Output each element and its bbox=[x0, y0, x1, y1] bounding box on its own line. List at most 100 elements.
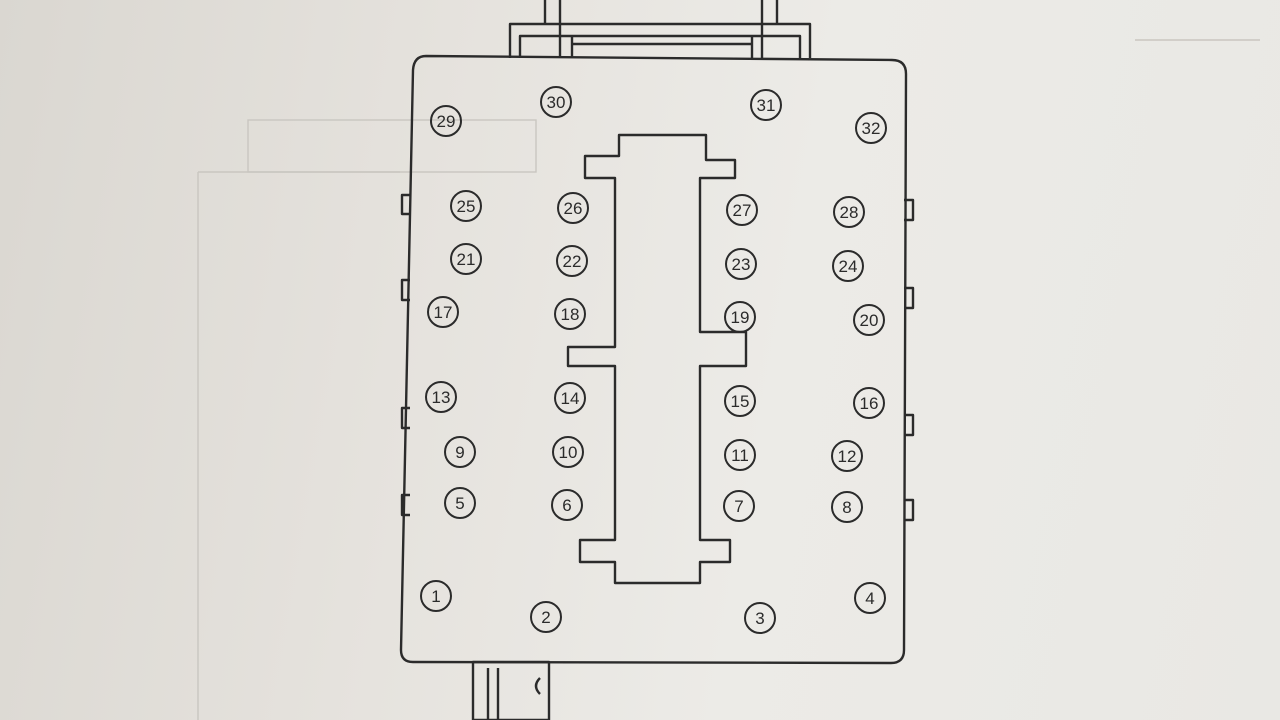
pin-28: 28 bbox=[833, 196, 865, 228]
pin-label: 20 bbox=[860, 311, 879, 330]
pin-circle bbox=[444, 487, 476, 519]
bottom-latch bbox=[471, 660, 551, 720]
pin-circle bbox=[425, 381, 457, 413]
pin-label: 8 bbox=[842, 498, 851, 517]
pin-26: 26 bbox=[557, 192, 589, 224]
pin-9: 9 bbox=[444, 436, 476, 468]
pin-circle bbox=[450, 190, 482, 222]
pin-circle bbox=[726, 194, 758, 226]
pin-circle bbox=[540, 86, 572, 118]
pin-label: 6 bbox=[562, 496, 571, 515]
pin-circle bbox=[724, 301, 756, 333]
pin-label: 22 bbox=[563, 252, 582, 271]
pin-32: 32 bbox=[855, 112, 887, 144]
pin-circle bbox=[725, 248, 757, 280]
pin-13: 13 bbox=[425, 381, 457, 413]
pin-2: 2 bbox=[530, 601, 562, 633]
pin-22: 22 bbox=[556, 245, 588, 277]
pin-circle bbox=[750, 89, 782, 121]
center-keyway-slot bbox=[566, 133, 748, 585]
pin-label: 11 bbox=[731, 446, 749, 465]
pin-label: 26 bbox=[564, 199, 583, 218]
pin-7: 7 bbox=[723, 490, 755, 522]
pin-label: 15 bbox=[731, 392, 750, 411]
pin-30: 30 bbox=[540, 86, 572, 118]
pin-11: 11 bbox=[724, 439, 756, 471]
connector-body-outline bbox=[399, 54, 908, 665]
pin-label: 32 bbox=[862, 119, 881, 138]
pin-circle bbox=[551, 489, 583, 521]
pin-label: 3 bbox=[755, 609, 764, 628]
pin-label: 9 bbox=[455, 443, 464, 462]
pin-circle bbox=[833, 196, 865, 228]
pin-8: 8 bbox=[831, 491, 863, 523]
pin-circle bbox=[420, 580, 452, 612]
pin-15: 15 bbox=[724, 385, 756, 417]
pin-circle bbox=[831, 491, 863, 523]
pin-label: 7 bbox=[734, 497, 743, 516]
pin-label: 1 bbox=[431, 587, 440, 606]
pin-23: 23 bbox=[725, 248, 757, 280]
pin-circle bbox=[554, 298, 586, 330]
pin-label: 21 bbox=[457, 250, 476, 269]
pin-label: 18 bbox=[561, 305, 580, 324]
pin-label: 29 bbox=[437, 112, 456, 131]
pin-25: 25 bbox=[450, 190, 482, 222]
pin-circle bbox=[557, 192, 589, 224]
pin-circle bbox=[556, 245, 588, 277]
pin-label: 27 bbox=[733, 201, 752, 220]
pin-10: 10 bbox=[552, 436, 584, 468]
pin-label: 30 bbox=[547, 93, 566, 112]
pin-1: 1 bbox=[420, 580, 452, 612]
pin-29: 29 bbox=[430, 105, 462, 137]
pin-circle bbox=[723, 490, 755, 522]
side-tabs bbox=[400, 193, 915, 522]
pin-circle bbox=[450, 243, 482, 275]
pin-18: 18 bbox=[554, 298, 586, 330]
bleed-through-marks bbox=[197, 39, 1260, 720]
pin-circle bbox=[724, 385, 756, 417]
pin-circle bbox=[427, 296, 459, 328]
pin-circle bbox=[444, 436, 476, 468]
pin-21: 21 bbox=[450, 243, 482, 275]
pin-label: 12 bbox=[838, 447, 857, 466]
pin-circle bbox=[853, 387, 885, 419]
pin-circle bbox=[530, 601, 562, 633]
pin-circle bbox=[854, 582, 886, 614]
pin-label: 16 bbox=[860, 394, 879, 413]
pin-circle bbox=[430, 105, 462, 137]
pin-label: 10 bbox=[559, 443, 578, 462]
pin-6: 6 bbox=[551, 489, 583, 521]
pin-label: 4 bbox=[865, 589, 874, 608]
pin-label: 5 bbox=[455, 494, 464, 513]
pin-3: 3 bbox=[744, 602, 776, 634]
pin-circle bbox=[724, 439, 756, 471]
top-latch bbox=[508, 0, 812, 58]
pin-label: 14 bbox=[561, 389, 580, 408]
pin-label: 24 bbox=[839, 257, 858, 276]
pin-circle bbox=[832, 250, 864, 282]
pin-label: 28 bbox=[840, 203, 859, 222]
pin-14: 14 bbox=[554, 382, 586, 414]
pin-19: 19 bbox=[724, 301, 756, 333]
pin-label: 2 bbox=[541, 608, 550, 627]
pin-label: 25 bbox=[457, 197, 476, 216]
pin-17: 17 bbox=[427, 296, 459, 328]
pin-circle bbox=[831, 440, 863, 472]
pin-label: 17 bbox=[434, 303, 453, 322]
pin-circle bbox=[554, 382, 586, 414]
pin-label: 19 bbox=[731, 308, 750, 327]
pin-27: 27 bbox=[726, 194, 758, 226]
pin-4: 4 bbox=[854, 582, 886, 614]
pin-24: 24 bbox=[832, 250, 864, 282]
pin-label: 23 bbox=[732, 255, 751, 274]
pin-16: 16 bbox=[853, 387, 885, 419]
pin-12: 12 bbox=[831, 440, 863, 472]
pin-circle bbox=[744, 602, 776, 634]
pin-circle bbox=[853, 304, 885, 336]
pin-circle bbox=[855, 112, 887, 144]
pin-label: 31 bbox=[757, 96, 776, 115]
pin-label: 13 bbox=[432, 388, 451, 407]
